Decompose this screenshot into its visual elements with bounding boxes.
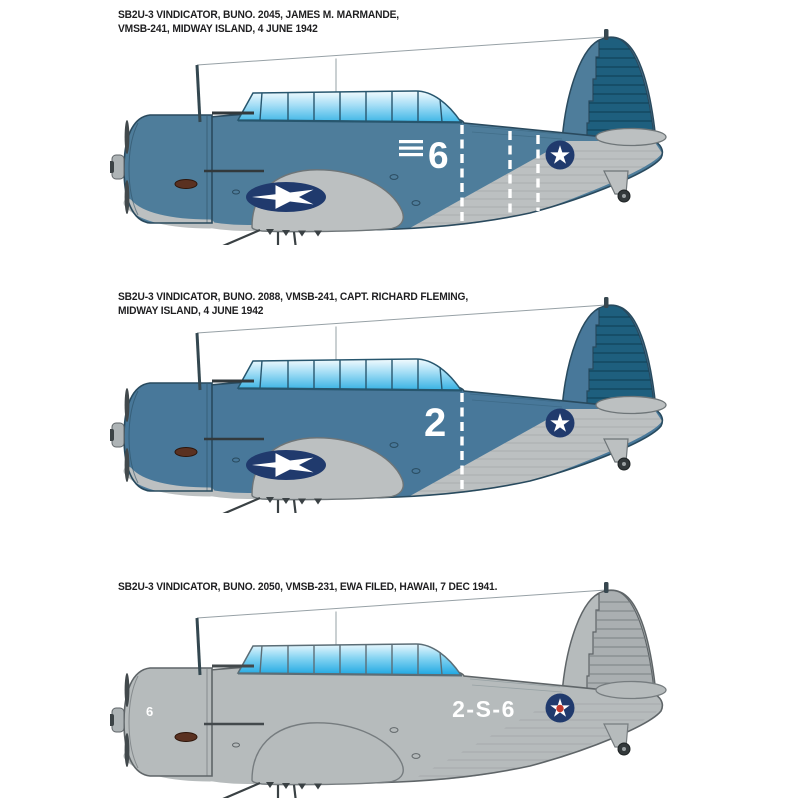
- fin-tip-aerial-post: [604, 297, 609, 308]
- propeller-spinner-tip: [110, 714, 114, 726]
- rudder: [586, 589, 655, 695]
- caption-line: SB2U-3 VINDICATOR, BUNO. 2088, VMSB-241,…: [118, 291, 469, 303]
- caption-profile-1: SB2U-3 VINDICATOR, BUNO. 2045, JAMES M. …: [118, 9, 399, 36]
- handhold-marks: [232, 174, 421, 206]
- cowl-front-ring-line: [128, 122, 139, 216]
- dive-flap-serrations: [266, 497, 322, 505]
- rudder: [586, 304, 655, 410]
- canopy-glazing: [236, 643, 463, 676]
- engine-cowling: [124, 383, 212, 491]
- caption-line: SB2U-3 VINDICATOR, BUNO. 2050, VMSB-231,…: [118, 581, 498, 593]
- tail-wheel-hub: [622, 462, 626, 466]
- dive-flap-serrations: [266, 229, 322, 237]
- tailplane: [595, 395, 667, 415]
- antenna-wire: [196, 304, 607, 334]
- canopy-sill-rail: [237, 672, 463, 677]
- cowl-front-ring-line: [128, 390, 139, 484]
- fuselage-stringer-lines: [469, 125, 563, 140]
- canopy-frame-mullions: [259, 91, 443, 123]
- propeller-spinner-tip: [110, 161, 114, 173]
- engine-cowling: [124, 115, 212, 223]
- handhold-marks: [232, 442, 421, 474]
- cowl-front-ring-line: [128, 675, 139, 769]
- caption-profile-3: SB2U-3 VINDICATOR, BUNO. 2050, VMSB-231,…: [118, 581, 497, 595]
- propeller-spinner-tip: [110, 429, 114, 441]
- dive-flap-serrations: [266, 782, 322, 790]
- propeller-blade-lower: [124, 733, 130, 767]
- underwing-insignia-star: [252, 185, 314, 209]
- tailplane: [595, 680, 667, 700]
- tailplane: [595, 127, 667, 147]
- antenna-wire: [196, 589, 607, 619]
- propeller-blade-lower: [124, 180, 130, 214]
- landing-gear-struts: [222, 496, 297, 513]
- aircraft-profile-2: 2: [110, 295, 675, 513]
- forward-belly-gray: [207, 775, 257, 784]
- fuselage-code-number: 6: [428, 135, 449, 176]
- caption-line: SB2U-3 VINDICATOR, BUNO. 2045, JAMES M. …: [118, 9, 399, 21]
- caption-profile-2: SB2U-3 VINDICATOR, BUNO. 2088, VMSB-241,…: [118, 291, 468, 318]
- aircraft-side-profile: 6: [110, 29, 667, 245]
- forward-belly-gray: [207, 222, 257, 231]
- wing-fairing: [251, 722, 404, 786]
- canopy-frame-mullions: [259, 359, 443, 391]
- fuselage-code-number: 2-S-6: [452, 696, 516, 722]
- canopy-glazing: [236, 90, 463, 123]
- fin-tip-aerial-post: [604, 582, 609, 593]
- antenna-mast: [195, 617, 202, 676]
- fin-tip-aerial-post: [604, 29, 609, 40]
- fuselage-insignia-star: [550, 145, 570, 164]
- fuselage-lower-gray-area: [410, 409, 662, 496]
- aircraft-side-profile: 6 2-S-6: [110, 582, 667, 798]
- aircraft-profile-1: 6: [110, 27, 675, 245]
- fuselage-code-number: 2: [424, 401, 446, 445]
- tail-wheel-hub: [622, 747, 626, 751]
- antenna-wire: [196, 36, 607, 66]
- engine-cowling: [124, 668, 212, 776]
- handhold-marks: [232, 727, 421, 759]
- exhaust-pipe: [174, 732, 198, 742]
- triple-stripe-marking: [399, 140, 423, 157]
- fuselage-lower-gray-area: [410, 694, 662, 781]
- caption-line: VMSB-241, MIDWAY ISLAND, 4 JUNE 1942: [118, 22, 318, 35]
- canopy-sill-rail: [237, 119, 463, 124]
- underwing-insignia-star: [252, 453, 314, 477]
- landing-gear-struts: [222, 228, 297, 245]
- canopy-frame-mullions: [259, 644, 443, 676]
- aircraft-side-profile: 2: [110, 297, 667, 513]
- caption-line: MIDWAY ISLAND, 4 JUNE 1942: [118, 304, 264, 317]
- propeller-blade-upper: [124, 120, 130, 154]
- aircraft-profile-3: 6 2-S-6: [110, 580, 675, 798]
- fuselage-insignia-red-center: [556, 704, 564, 713]
- fuselage-stringer-lines: [469, 393, 563, 408]
- rudder: [586, 36, 655, 142]
- canopy-sill-rail: [237, 387, 463, 392]
- forward-belly-gray: [207, 490, 257, 499]
- propeller-blade-lower: [124, 448, 130, 482]
- fuselage-stringer-lines: [469, 678, 563, 693]
- exhaust-pipe: [174, 447, 198, 457]
- fuselage-lower-gray-area: [410, 141, 662, 228]
- landing-gear-struts: [222, 781, 297, 798]
- propeller-blade-upper: [124, 673, 130, 707]
- antenna-mast: [195, 64, 202, 123]
- canopy-glazing: [236, 358, 463, 391]
- propeller-blade-upper: [124, 388, 130, 422]
- cowl-number: 6: [146, 704, 153, 719]
- exhaust-pipe: [174, 179, 198, 189]
- fuselage-insignia-star: [550, 413, 570, 432]
- antenna-mast: [195, 332, 202, 391]
- tail-wheel-hub: [622, 194, 626, 198]
